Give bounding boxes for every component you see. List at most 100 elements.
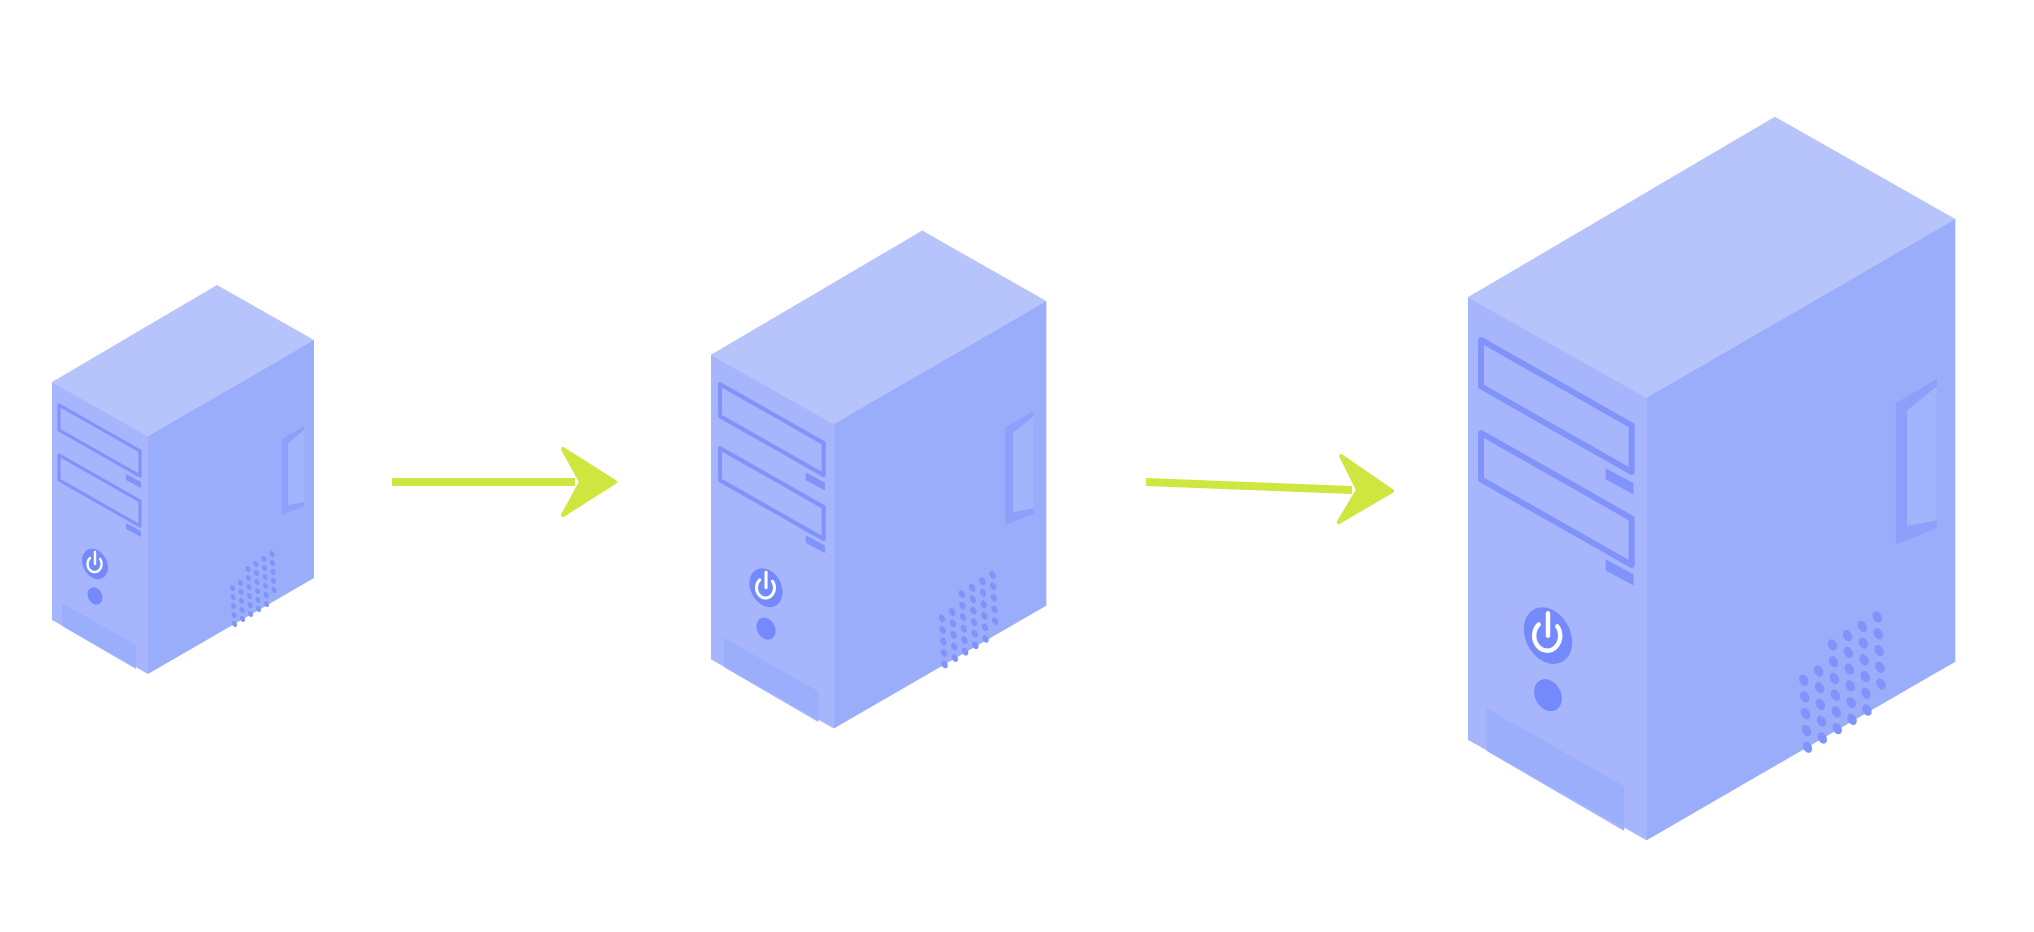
vent-hole <box>979 588 987 597</box>
vent-hole <box>255 596 261 604</box>
vent-hole <box>1815 698 1826 711</box>
vent-hole <box>1846 696 1856 709</box>
vent-hole <box>269 559 276 567</box>
drive-bay-icon <box>57 403 142 478</box>
drive-bay-icon <box>1478 429 1635 568</box>
vent-hole <box>1828 656 1839 668</box>
vent-hole <box>991 617 999 625</box>
vent-hole <box>262 582 269 590</box>
desktop-computer-tower-3 <box>1468 116 1956 841</box>
vent-hole <box>261 555 267 563</box>
power-symbol-icon <box>755 578 776 600</box>
vent-hole <box>950 631 957 639</box>
desktop-computer-tower-1 <box>52 285 314 674</box>
vent-hole <box>1829 672 1840 685</box>
vent-hole <box>1845 680 1855 692</box>
vent-hole <box>238 597 245 605</box>
side-latch-icon <box>288 430 304 505</box>
reset-button-icon <box>1534 679 1562 712</box>
arrow-head <box>1336 454 1394 525</box>
vent-hole <box>269 550 275 558</box>
vent-hole <box>1872 611 1882 623</box>
vent-hole <box>990 594 998 602</box>
drive-slot-icon <box>805 472 825 491</box>
vent-hole <box>247 610 254 618</box>
vent-hole <box>263 591 269 599</box>
vent-hole <box>980 600 987 609</box>
drive-bay-icon <box>717 382 826 478</box>
vent-hole <box>254 587 261 595</box>
vent-hole <box>238 588 244 596</box>
tower-foot-panel <box>723 637 819 723</box>
vent-hole <box>1858 637 1868 649</box>
vent-hole <box>1857 620 1868 632</box>
side-latch-icon <box>1013 416 1034 513</box>
vent-hole <box>1830 689 1841 701</box>
tower-top-face <box>52 285 314 436</box>
vent-hole <box>990 582 997 591</box>
vent-hole <box>981 611 988 620</box>
vent-hole <box>1827 639 1838 651</box>
vent-hole <box>979 577 986 586</box>
vent-hole <box>1802 741 1813 753</box>
power-symbol-icon <box>1531 622 1563 653</box>
vent-hole <box>253 560 259 568</box>
vent-hole <box>949 608 956 616</box>
vent-hole <box>949 619 957 628</box>
vent-hole <box>961 636 968 645</box>
tower-foot-panel <box>1486 708 1625 831</box>
drive-bay-icon <box>717 446 826 542</box>
vent-hole <box>940 649 948 657</box>
vent-hole <box>939 626 946 634</box>
side-latch-icon <box>1906 386 1937 526</box>
vent-hole <box>1847 713 1857 725</box>
arrow-head <box>561 447 617 517</box>
vent-hole <box>1814 682 1825 694</box>
vent-hole <box>1799 674 1809 686</box>
tower-top-face <box>1468 116 1956 398</box>
vent-hole <box>959 601 966 610</box>
vent-hole <box>1874 644 1884 657</box>
vent-hole <box>1799 691 1810 703</box>
vent-hole <box>253 569 260 577</box>
vent-hole <box>1816 715 1827 727</box>
vent-hole <box>229 584 236 592</box>
vent-hole <box>1844 663 1854 675</box>
vent-hole <box>239 615 246 623</box>
arrow-right-icon <box>392 447 617 517</box>
drive-bay-icon <box>1478 336 1635 475</box>
vent-hole <box>262 573 268 581</box>
vent-hole <box>270 568 276 576</box>
drive-slot-icon <box>1605 468 1634 495</box>
power-symbol-icon <box>86 556 103 574</box>
vent-hole <box>239 606 245 614</box>
vent-hole <box>231 611 237 619</box>
vent-hole <box>989 571 996 579</box>
speaker-grille-icon <box>229 550 277 628</box>
vent-hole <box>246 583 252 591</box>
vent-hole <box>970 618 978 627</box>
vent-hole <box>1801 724 1812 737</box>
vent-hole <box>971 629 978 638</box>
vent-hole <box>1800 708 1811 720</box>
vent-hole <box>1876 678 1886 690</box>
vent-hole <box>1842 630 1853 642</box>
vent-hole <box>1860 670 1870 683</box>
vent-hole <box>1843 646 1854 659</box>
vent-hole <box>950 642 958 651</box>
vent-hole <box>969 595 976 604</box>
tower-foot-panel <box>62 603 136 669</box>
vent-hole <box>230 593 236 601</box>
vent-hole <box>951 654 959 662</box>
vent-hole <box>961 647 969 656</box>
vent-hole <box>255 605 262 613</box>
vent-hole <box>991 605 998 614</box>
vent-hole <box>938 614 946 623</box>
vent-hole <box>245 574 252 582</box>
vent-hole <box>231 620 238 628</box>
arrow-shaft <box>1145 478 1353 494</box>
arrow-right-icon <box>1145 454 1394 525</box>
drive-slot-icon <box>126 474 141 488</box>
